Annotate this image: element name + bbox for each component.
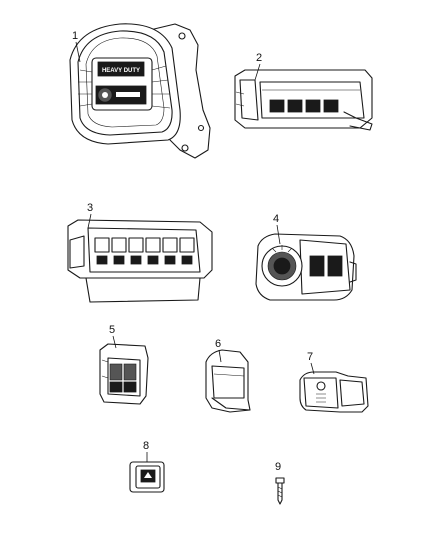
- part-5-switch-module: [99, 343, 149, 405]
- part-3-switch-panel: [67, 219, 213, 303]
- callout-3: 3: [87, 202, 93, 214]
- part-9-screw: [275, 477, 285, 505]
- part-1-cluster-bezel: HEAVY DUTY: [69, 23, 211, 159]
- callout-2: 2: [256, 52, 262, 64]
- part-4-headlamp-switch: [255, 233, 357, 301]
- callout-5: 5: [109, 324, 115, 336]
- callout-6: 6: [215, 338, 221, 350]
- part-2-switch-bank: [234, 69, 373, 131]
- callout-4: 4: [273, 213, 279, 225]
- part-7-switch: [299, 371, 369, 413]
- part-1-badge-text: HEAVY DUTY: [102, 68, 140, 74]
- callout-8: 8: [143, 440, 149, 452]
- callouts: 1 2 3 4 5 6 7 8 9: [72, 30, 315, 473]
- part-8-switch: [129, 461, 165, 493]
- callout-7: 7: [307, 351, 313, 363]
- part-6-bezel-cover: [205, 349, 251, 413]
- callout-1: 1: [72, 30, 78, 42]
- callout-9: 9: [275, 461, 281, 473]
